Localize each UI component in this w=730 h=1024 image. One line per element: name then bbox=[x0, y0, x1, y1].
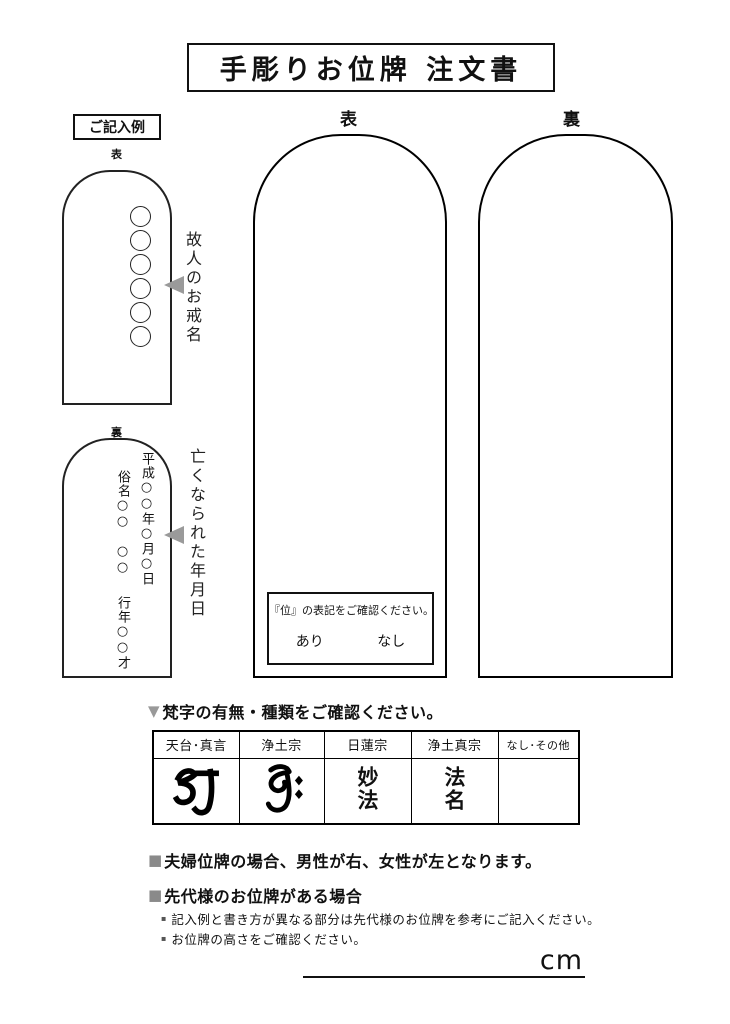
kaimyo-circle bbox=[130, 278, 151, 299]
back-tablet-writing-area[interactable] bbox=[478, 134, 673, 678]
bonji-section-heading: ▼ 梵字の有無・種類をご確認ください。 bbox=[148, 699, 443, 723]
kaimyo-circle bbox=[130, 254, 151, 275]
example-back-annotation: 亡くなられた年月日 bbox=[187, 448, 206, 619]
back-tablet-label: 裏 bbox=[563, 110, 580, 130]
i-mark-options: あり なし bbox=[269, 631, 432, 651]
height-unit-label: cm bbox=[539, 945, 583, 976]
bonji-cell-jodoshu[interactable] bbox=[238, 757, 325, 825]
square-marker-icon: ■ bbox=[148, 850, 163, 869]
example-back-age-line: 行年○○才 bbox=[115, 596, 130, 670]
bonji-cell-homyo-text: 法名 bbox=[442, 765, 467, 812]
i-mark-option-nashi[interactable]: なし bbox=[377, 634, 406, 650]
note-couple-tablet-text: 夫婦位牌の場合、男性が右、女性が左となります。 bbox=[164, 852, 542, 871]
note-predecessor-tablet-text: 先代様のお位牌がある場合 bbox=[164, 887, 363, 906]
example-heading-box: ご記入例 bbox=[73, 114, 161, 140]
square-marker-icon: ■ bbox=[148, 885, 163, 904]
front-tablet-label: 表 bbox=[340, 110, 357, 130]
note-couple-tablet: ■ 夫婦位牌の場合、男性が右、女性が左となります。 bbox=[148, 848, 542, 872]
left-arrow-icon bbox=[164, 276, 184, 294]
bonji-header-row: 天台･真言 浄土宗 日蓮宗 浄土真宗 なし･その他 bbox=[152, 730, 580, 759]
example-front-tablet bbox=[62, 170, 172, 405]
bonji-cell-tendai-shingon[interactable] bbox=[152, 757, 240, 825]
bonji-header-jodoshinshu: 浄土真宗 bbox=[410, 730, 499, 759]
bonji-cell-none-other[interactable] bbox=[497, 757, 580, 825]
siddham-kiriku-bonji-icon bbox=[265, 763, 303, 813]
tablet-height-input-line[interactable]: cm bbox=[303, 945, 585, 978]
left-arrow-icon bbox=[164, 526, 184, 544]
bonji-heading-text: 梵字の有無・種類をご確認ください。 bbox=[162, 703, 444, 722]
bonji-header-jodoshu: 浄土宗 bbox=[238, 730, 325, 759]
bonji-header-nashi-sonota: なし･その他 bbox=[497, 730, 580, 759]
bonji-body-row: 妙法 法名 bbox=[152, 757, 580, 825]
example-heading-label: ご記入例 bbox=[89, 120, 145, 136]
bonji-cell-myoho-text: 妙法 bbox=[355, 765, 380, 812]
i-mark-check-box: 『位』の表記をご確認ください。 あり なし bbox=[267, 592, 434, 665]
form-title: 手彫りお位牌 注文書 bbox=[219, 55, 523, 86]
down-triangle-icon: ▼ bbox=[148, 701, 160, 720]
example-front-annotation: 故人のお戒名 bbox=[183, 231, 202, 345]
example-back-date-line: 平成○○年○月○日 bbox=[139, 452, 154, 586]
bonji-header-tendai-shingon: 天台･真言 bbox=[152, 730, 240, 759]
i-mark-message: 『位』の表記をご確認ください。 bbox=[269, 604, 434, 617]
note-predecessor-tablet: ■ 先代様のお位牌がある場合 bbox=[148, 883, 362, 907]
note-bullet-1-text: 記入例と書き方が異なる部分は先代様のお位牌を参考にご記入ください。 bbox=[171, 912, 601, 927]
bullet-marker-icon: ▪ bbox=[161, 933, 167, 943]
bonji-table: 天台･真言 浄土宗 日蓮宗 浄土真宗 なし･その他 bbox=[152, 730, 580, 825]
bonji-header-nichirenshu: 日蓮宗 bbox=[323, 730, 412, 759]
note-bullet-2: ▪ お位牌の高さをご確認ください。 bbox=[161, 929, 366, 948]
kaimyo-circle bbox=[130, 302, 151, 323]
example-kaimyo-circles bbox=[130, 206, 151, 347]
example-back-tablet bbox=[62, 438, 172, 678]
bonji-cell-nichirenshu[interactable]: 妙法 bbox=[323, 757, 412, 825]
kaimyo-circle bbox=[130, 206, 151, 227]
example-back-side-label: 裏 bbox=[111, 426, 122, 439]
kaimyo-circle bbox=[130, 230, 151, 251]
form-title-box: 手彫りお位牌 注文書 bbox=[187, 43, 555, 92]
example-back-name-line: 俗名○○ ○○ bbox=[115, 470, 130, 576]
i-mark-option-ari[interactable]: あり bbox=[295, 634, 324, 650]
bullet-marker-icon: ▪ bbox=[161, 913, 167, 923]
example-front-side-label: 表 bbox=[111, 148, 122, 161]
bonji-cell-jodoshinshu[interactable]: 法名 bbox=[410, 757, 499, 825]
front-tablet-writing-area[interactable] bbox=[253, 134, 447, 678]
note-bullet-1: ▪ 記入例と書き方が異なる部分は先代様のお位牌を参考にご記入ください。 bbox=[161, 909, 600, 928]
note-bullet-2-text: お位牌の高さをご確認ください。 bbox=[171, 932, 367, 947]
siddham-a-bonji-icon bbox=[173, 767, 220, 816]
kaimyo-circle bbox=[130, 326, 151, 347]
